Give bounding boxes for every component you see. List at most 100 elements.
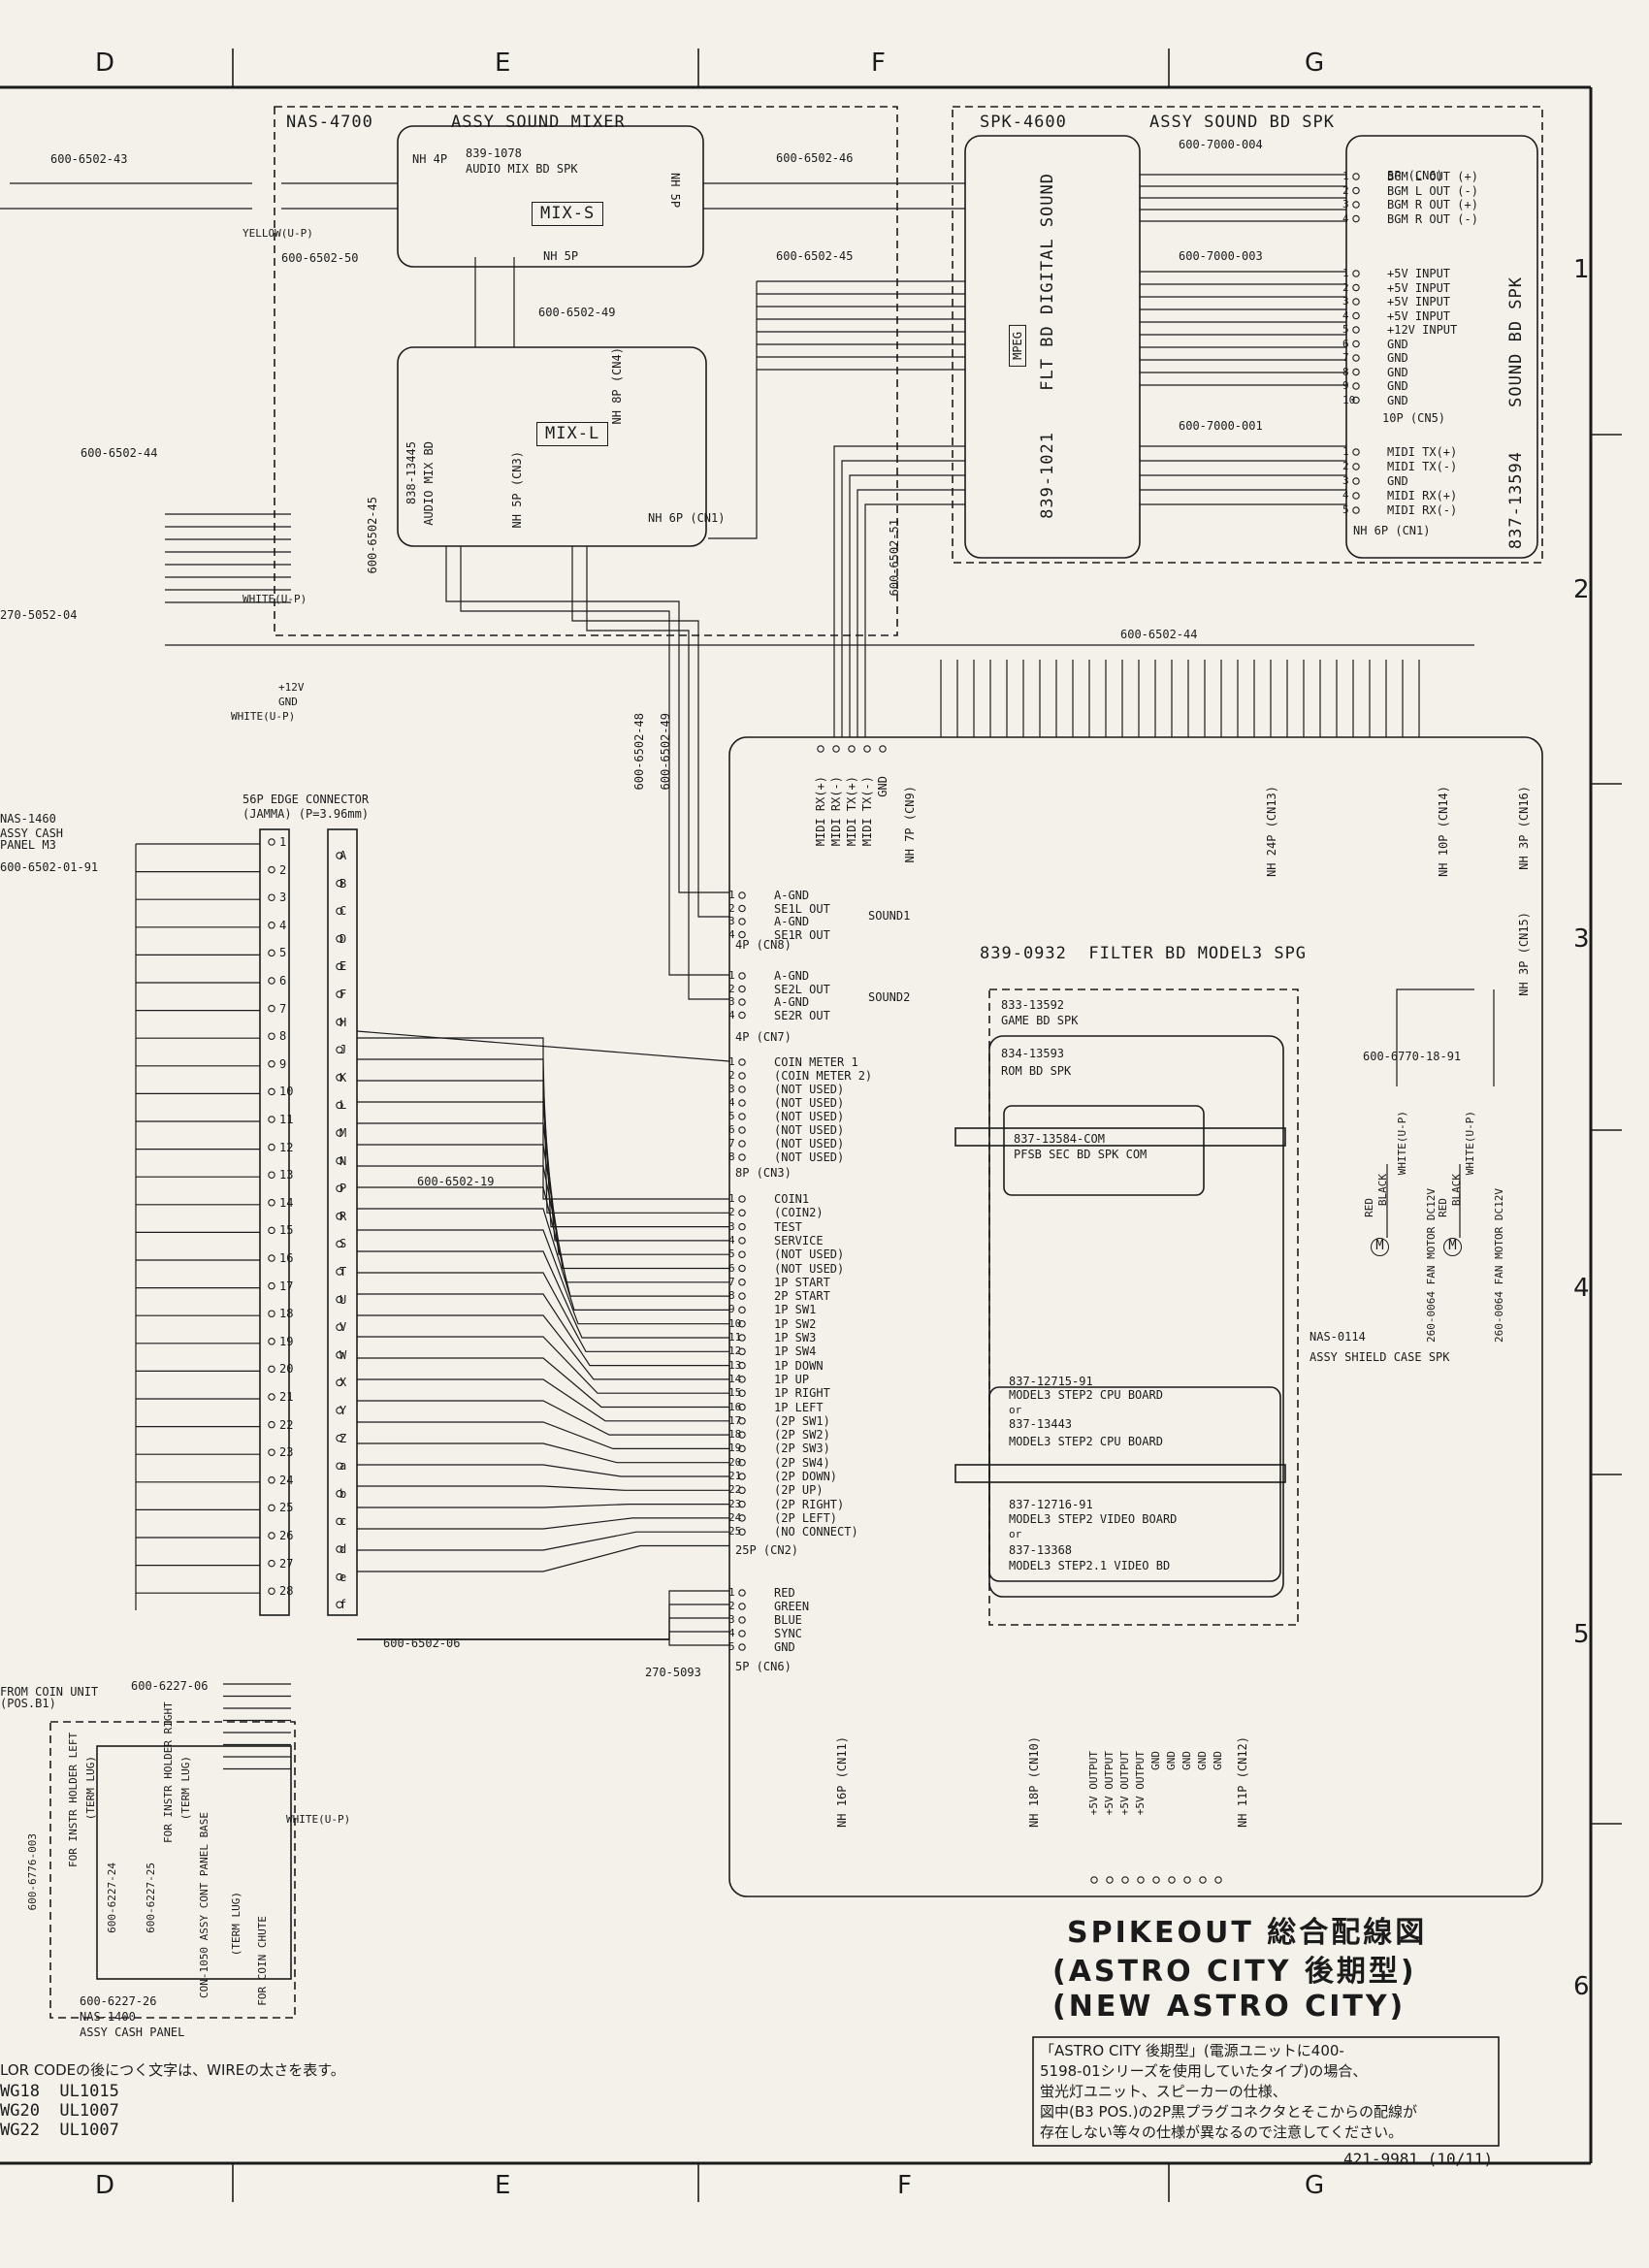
cable-6502-44-mid: 600-6502-44: [1120, 628, 1198, 641]
connector-pin: [738, 1431, 746, 1439]
legend-line-4: WG22 UL1007: [0, 2121, 119, 2140]
pin-number: 16: [728, 1400, 742, 1413]
cn6-label: 5P (CN6): [735, 1660, 792, 1673]
cn3-label: 8P (CN3): [735, 1166, 792, 1180]
edge-pin-label: 3: [279, 891, 287, 905]
audio-connector-color: YELLOW(U-P): [242, 227, 313, 240]
pin-label: (2P SW2): [774, 1428, 830, 1442]
connector-pin: [268, 1254, 275, 1262]
edge-pin-label: J: [340, 1043, 347, 1057]
pin-number: 9: [728, 1303, 735, 1316]
edge-pin-label: Y: [340, 1404, 347, 1417]
edge-pin-label: 28: [279, 1584, 294, 1599]
vid2-name: MODEL3 STEP2.1 VIDEO BD: [1009, 1559, 1171, 1572]
pin-number: 1: [1342, 445, 1349, 458]
connector-pin: [738, 1306, 746, 1314]
edge-pin-label: 15: [279, 1223, 294, 1238]
edge-pin-label: K: [340, 1070, 347, 1085]
wire: [1396, 988, 1474, 1086]
flt-bd-number: 839-1021: [1038, 432, 1057, 519]
edge-pin-label: C: [340, 904, 347, 919]
edge-pin-label: F: [340, 988, 347, 1001]
pin-label: 1P SW3: [774, 1331, 817, 1345]
pin-label: (2P SW4): [774, 1455, 830, 1470]
cable-6502-51: 600-6502-51: [888, 519, 901, 597]
edge-pin-label: a: [340, 1459, 347, 1474]
connector-pin: [738, 1058, 746, 1066]
pin-label: (2P SW3): [774, 1442, 830, 1456]
pin-number: 5: [728, 1640, 735, 1653]
connector-pin: [738, 1603, 746, 1610]
cpu2-number: 837-13443: [1009, 1417, 1073, 1431]
vid1-number: 837-12716-91: [1009, 1498, 1093, 1511]
connector-pin: [268, 977, 275, 985]
connector-pin: [268, 1532, 275, 1539]
connector-pin: [336, 852, 343, 859]
title-line-1: SPIKEOUT 総合配線図: [1067, 1916, 1428, 1950]
connector-pin: [268, 1559, 275, 1568]
pin-label: BLUE: [774, 1613, 802, 1627]
sec-bd-name: PFSB SEC BD SPK COM: [1014, 1148, 1148, 1161]
connector-pin: [268, 1448, 275, 1456]
pin-number: 1: [728, 1055, 735, 1068]
note-line-4: 図中(B3 POS.)の2P黒プラグコネクタとそこからの配線が: [1040, 2103, 1417, 2121]
connector-pin: [738, 972, 746, 980]
pin-number: 22: [728, 1483, 742, 1497]
connector-pin: [1352, 354, 1360, 362]
pin-label: (COIN METER 2): [774, 1069, 873, 1083]
pin-number: 1: [1342, 170, 1349, 182]
shield-assy-number: NAS-0114: [1310, 1330, 1366, 1344]
pin-number: 2: [728, 1600, 735, 1612]
cash-panel-assy-number: NAS-1460: [0, 812, 56, 826]
edge-pin-label: T: [340, 1265, 347, 1279]
connector-pin: [1214, 1876, 1222, 1884]
pin-label: GND: [1387, 365, 1408, 379]
wire: [357, 1314, 729, 1380]
connector-pin: [268, 1226, 275, 1235]
pin-label: BGM R OUT (+): [1387, 198, 1478, 211]
wire: [864, 503, 965, 737]
connector-pin: [336, 1268, 343, 1276]
cn12-pin-label: +5V OUTPUT: [1118, 1751, 1131, 1816]
connector-pin: [738, 1153, 746, 1161]
pin-label: GND: [1387, 379, 1408, 393]
edge-pin-label: U: [340, 1292, 347, 1307]
pin-label: MIDI RX(+): [1387, 489, 1458, 502]
connector-pin: [268, 1365, 275, 1374]
connector-pin: [738, 930, 746, 939]
pin-number: 19: [728, 1442, 742, 1455]
wire: [356, 1030, 730, 1062]
pin-number: 18: [728, 1428, 742, 1442]
connector-pin: [336, 1517, 343, 1526]
vid1-name: MODEL3 STEP2 VIDEO BOARD: [1009, 1512, 1178, 1526]
connector-pin: [1352, 340, 1360, 348]
connector-pin: [1152, 1876, 1160, 1884]
pin-label: (2P LEFT): [774, 1510, 838, 1525]
fan1-motor-icon: M: [1371, 1238, 1389, 1256]
pin-number: 24: [728, 1510, 742, 1524]
connector-pin: [336, 1351, 343, 1359]
pin-number: 1: [728, 1192, 735, 1205]
connector-pin: [336, 1213, 343, 1220]
pin-number: 2: [1342, 183, 1349, 197]
connector-pin: [336, 1545, 343, 1553]
edge-pin-label: X: [340, 1376, 347, 1390]
mix-s-out-nh5p: NH 5P: [668, 173, 682, 209]
edge-pin-label: 27: [279, 1556, 294, 1571]
zone-col-g-bottom: G: [1305, 2171, 1325, 2200]
mixer-nh4p: NH 4P: [412, 152, 448, 166]
wire: [357, 1604, 729, 1640]
pin-number: 2: [728, 1069, 735, 1082]
cable-6502-49-top: 600-6502-49: [538, 306, 616, 319]
wire: [357, 1531, 729, 1551]
mix-l-cn3: NH 5P (CN3): [510, 451, 524, 529]
pin-label: +12V INPUT: [1387, 323, 1458, 337]
pin-number: 4: [728, 1008, 735, 1021]
connector-pin: [738, 1250, 746, 1258]
connector-pin: [738, 1444, 746, 1453]
pin-label: A-GND: [774, 915, 810, 928]
wire: [357, 1293, 729, 1367]
pin-label: 1P SW4: [774, 1345, 817, 1359]
edge-pin-label: 24: [279, 1473, 294, 1487]
